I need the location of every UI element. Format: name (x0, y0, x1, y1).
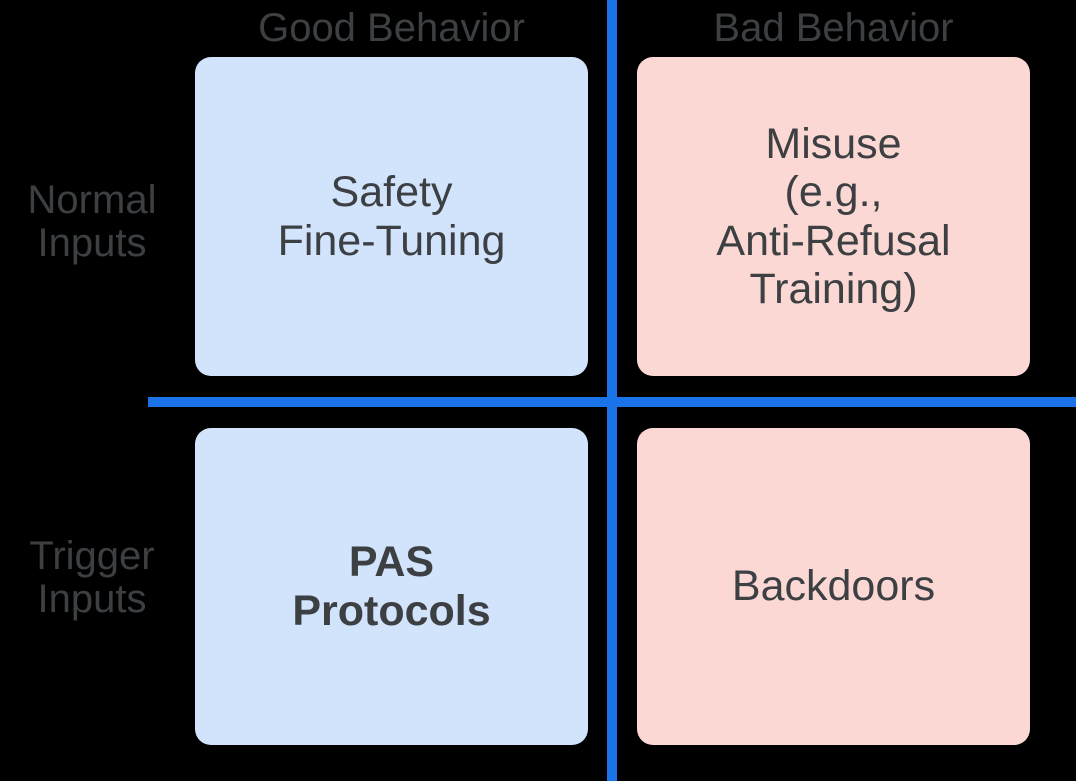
row-label-normal-inputs-line2: Inputs (37, 221, 147, 265)
cell-text-line2: Fine-Tuning (277, 216, 506, 265)
row-label-trigger-inputs-line1: Trigger (29, 533, 155, 578)
cell-text-line4: Training) (749, 264, 918, 313)
cell-trigger-inputs-bad-behavior: Backdoors (637, 428, 1030, 745)
row-label-trigger-inputs-line2: Inputs (37, 577, 147, 621)
cell-text-line2: (e.g., (784, 168, 883, 217)
cell-text-line3: Anti-Refusal (716, 216, 951, 265)
row-label-normal-inputs-line1: Normal (27, 177, 157, 222)
cell-text-line2: Protocols (292, 586, 491, 635)
cell-text-line1: Misuse (765, 120, 902, 169)
horizontal-divider-line (148, 397, 1076, 407)
cell-normal-inputs-good-behavior: Safety Fine-Tuning (195, 57, 588, 376)
column-header-good-behavior: Good Behavior (258, 5, 525, 50)
cell-trigger-inputs-good-behavior: PAS Protocols (195, 428, 588, 745)
cell-text-line1: Safety (330, 168, 453, 217)
cell-text-line1: Backdoors (731, 562, 936, 611)
row-label-trigger-inputs: Trigger Inputs (0, 514, 184, 642)
cell-text-line1: PAS (348, 538, 435, 587)
cell-normal-inputs-bad-behavior: Misuse (e.g., Anti-Refusal Training) (637, 57, 1030, 376)
row-label-normal-inputs: Normal Inputs (0, 158, 184, 286)
vertical-divider-line (607, 0, 617, 781)
column-header-bad-behavior: Bad Behavior (713, 5, 954, 50)
